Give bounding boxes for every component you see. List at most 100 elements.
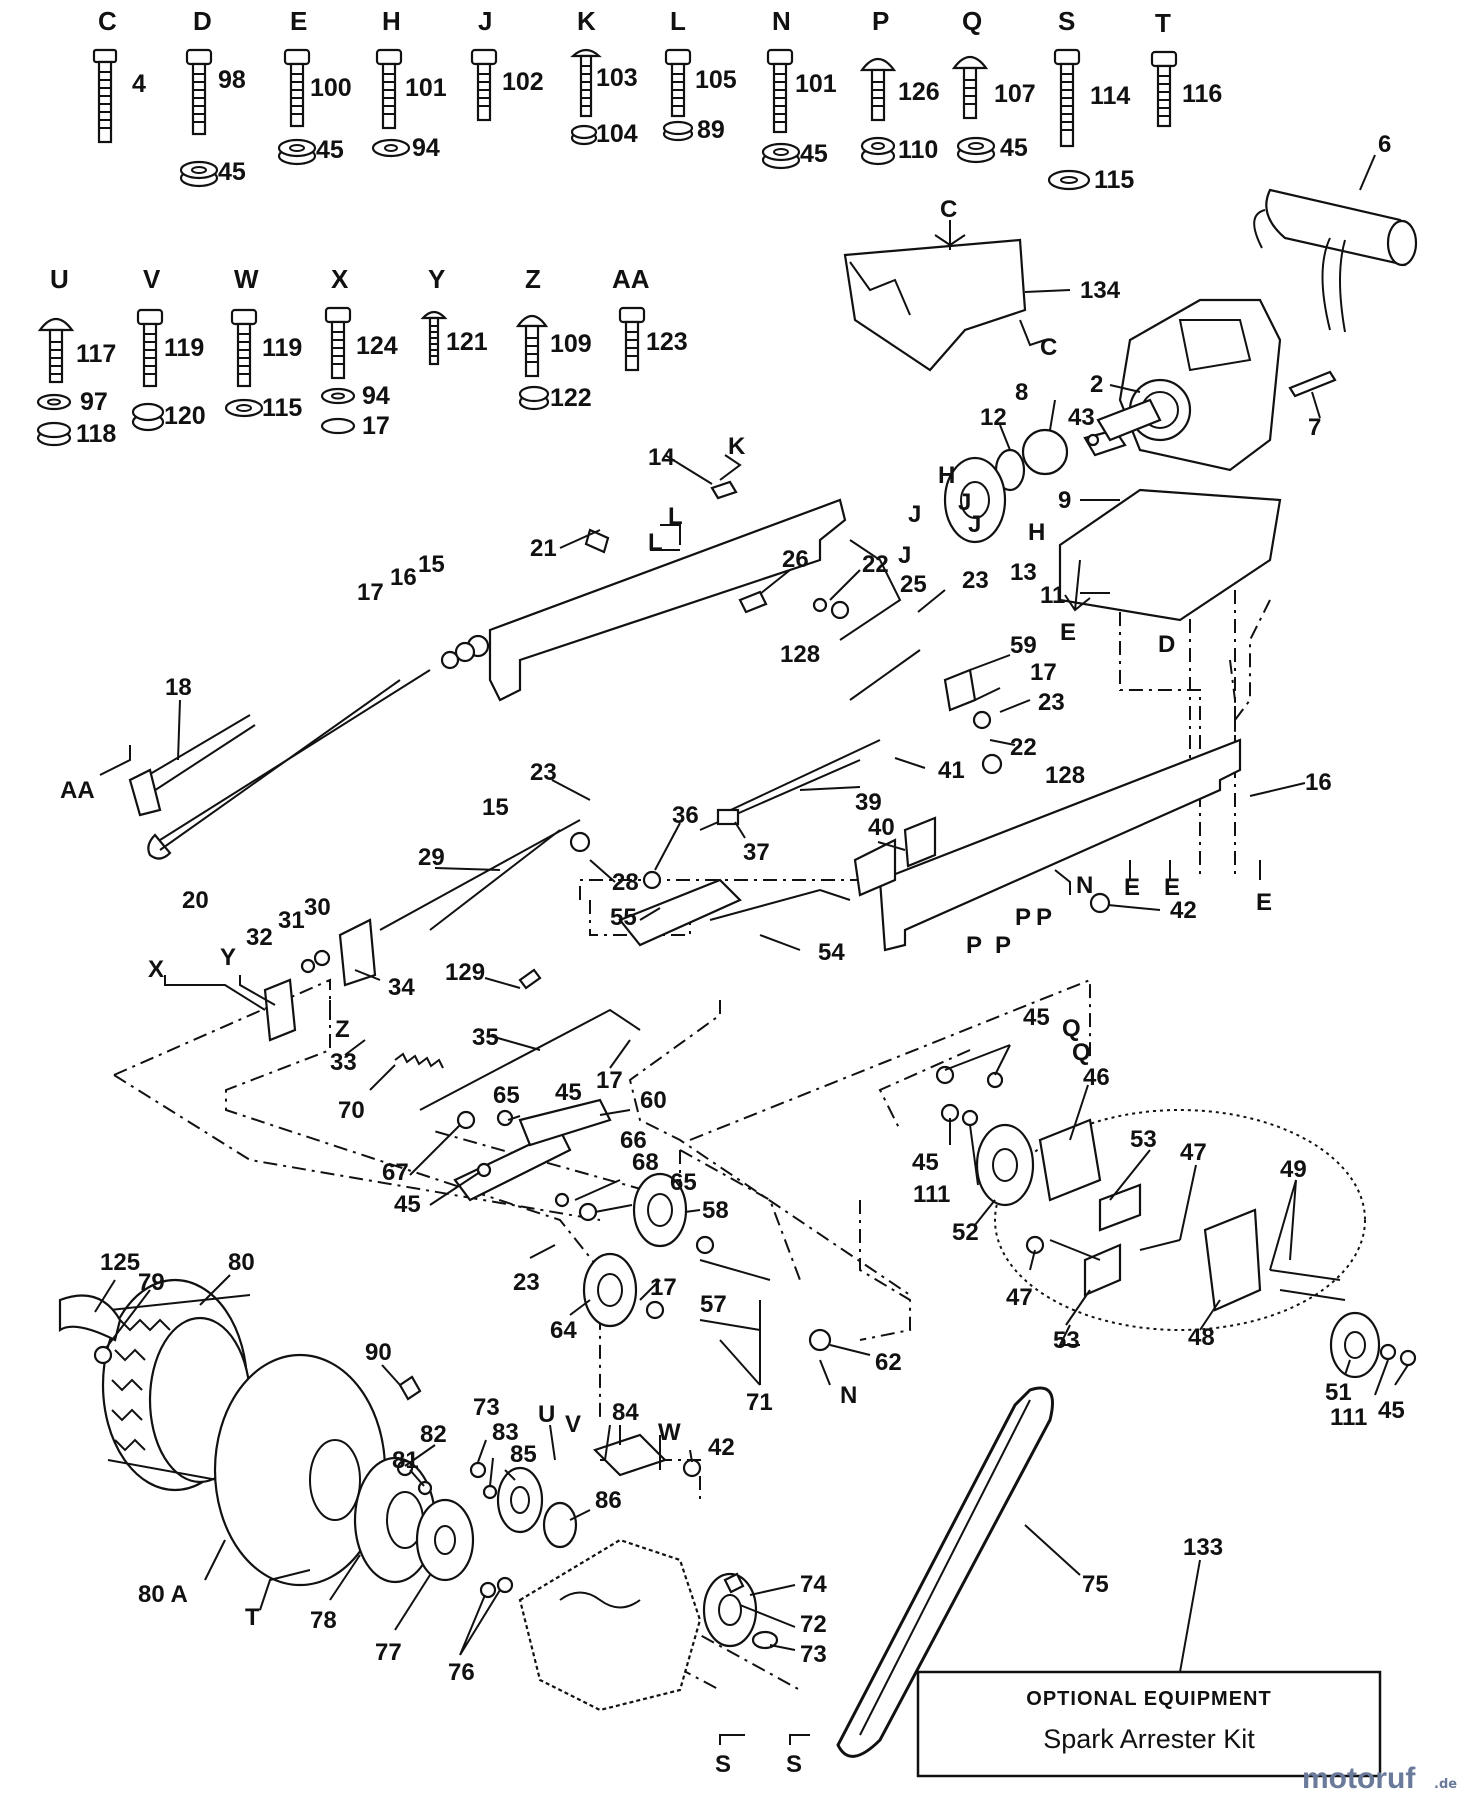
leader	[759, 569, 791, 595]
bracket-43	[1096, 398, 1162, 442]
callout-67: 67	[382, 1159, 409, 1186]
callout-6: 6	[1378, 131, 1391, 158]
leader	[1049, 399, 1056, 431]
bolt-icon	[1053, 48, 1081, 148]
washer-76a	[479, 1581, 497, 1599]
hw-bolt-J: 102	[502, 68, 544, 96]
leader	[999, 424, 1011, 451]
guide-line	[859, 1200, 911, 1341]
leader	[829, 1344, 871, 1356]
clip-129	[518, 968, 542, 990]
ref-flag-Q	[1058, 1324, 1080, 1346]
callout-40: 40	[868, 814, 895, 841]
shift-bracket-84	[592, 1433, 668, 1477]
idler-arm	[453, 1128, 572, 1202]
ref-letter: N	[1076, 872, 1093, 899]
nut-31	[313, 949, 331, 967]
ref-flag-Y	[239, 975, 276, 1006]
ref-letter: N	[840, 1382, 857, 1409]
leader	[1024, 289, 1071, 293]
callout-86: 86	[595, 1487, 622, 1514]
callout-45c: 45	[1023, 1004, 1050, 1031]
leader	[459, 1589, 501, 1656]
nut-icon	[662, 120, 694, 142]
washer-83	[482, 1484, 498, 1500]
callout-72: 72	[800, 1611, 827, 1638]
callout-16b: 16	[1305, 769, 1332, 796]
callout-23c: 23	[530, 759, 557, 786]
hw-nut2-U: 118	[76, 420, 116, 448]
callout-41: 41	[938, 757, 965, 784]
callout-53b: 53	[1053, 1327, 1080, 1354]
reference-letters: C C H J J J J H L L K E D AA X Y Z E E E…	[60, 196, 1272, 1778]
callout-60: 60	[640, 1087, 667, 1114]
leader	[344, 1039, 366, 1056]
leader	[749, 1584, 796, 1596]
hw-nut-N: 45	[800, 140, 828, 168]
callout-46: 46	[1083, 1064, 1110, 1091]
bolt-icon	[470, 48, 498, 122]
ref-letter: C	[940, 196, 957, 223]
callout-53: 53	[1130, 1126, 1157, 1153]
optional-equipment-item: Spark Arrester Kit	[1043, 1724, 1255, 1754]
frame-rail-upper	[488, 498, 847, 702]
ref-letter: AA	[60, 777, 95, 804]
callout-17b: 17	[357, 579, 384, 606]
hw-bolt-N: 101	[795, 70, 837, 98]
hw-bolt-V: 119	[164, 334, 204, 362]
ref-letter: S	[786, 1751, 802, 1778]
pin-128	[812, 597, 828, 613]
callout-36: 36	[672, 802, 699, 829]
leader	[1109, 1149, 1151, 1201]
nut-42b	[682, 1458, 702, 1478]
leader	[204, 1539, 226, 1581]
leader	[999, 699, 1031, 713]
callout-12: 12	[980, 404, 1007, 431]
nut-73	[751, 1630, 779, 1650]
callout-39: 39	[855, 789, 882, 816]
nut-45d	[1399, 1349, 1417, 1367]
callout-48: 48	[1188, 1324, 1215, 1351]
callout-22: 22	[862, 551, 889, 578]
hardware-legend-mid: U 117 97 118 V 119 120 W	[36, 264, 688, 448]
callout-29: 29	[418, 844, 445, 871]
hardware-legend-top: C 4 D 98 45 E 100	[92, 6, 1222, 194]
washer-76b	[496, 1576, 514, 1594]
leader	[969, 1124, 979, 1186]
leader	[1029, 1249, 1036, 1271]
leader	[354, 969, 381, 981]
ref-letter: C	[1040, 334, 1057, 361]
nut-icon	[131, 402, 165, 432]
bracket-53b	[1098, 1183, 1142, 1232]
callout-129: 129	[445, 959, 485, 986]
callout-7: 7	[1308, 414, 1321, 441]
leader	[429, 1171, 481, 1206]
guide-line	[1229, 659, 1236, 760]
callout-42: 42	[1170, 897, 1197, 924]
hw-bolt-Q: 107	[994, 80, 1036, 108]
nut-icon	[36, 421, 72, 447]
callout-85: 85	[510, 1441, 537, 1468]
callout-18: 18	[165, 674, 192, 701]
watermark-logo: motoruf .de	[1302, 1762, 1457, 1795]
leader	[394, 1574, 431, 1631]
hw-nut-X: 94	[362, 382, 390, 410]
bolt-icon	[283, 48, 311, 128]
nut-22	[972, 710, 992, 730]
ref-letter: S	[715, 1751, 731, 1778]
callout-52: 52	[952, 1219, 979, 1246]
ref-flag-L	[650, 524, 681, 551]
callout-57: 57	[700, 1291, 727, 1318]
hw-bolt-S: 114	[1090, 82, 1130, 110]
hw-letter-Z: Z	[525, 264, 541, 294]
callout-128: 128	[1045, 762, 1085, 789]
callout-15: 15	[482, 794, 509, 821]
nut-62	[808, 1328, 832, 1352]
leader	[177, 699, 181, 761]
callout-65b: 65	[670, 1169, 697, 1196]
leader	[739, 1604, 796, 1628]
leader	[664, 454, 713, 485]
leader	[1359, 154, 1376, 191]
hw-letter-S: S	[1058, 6, 1075, 36]
hw-bolt-AA: 123	[646, 328, 688, 356]
